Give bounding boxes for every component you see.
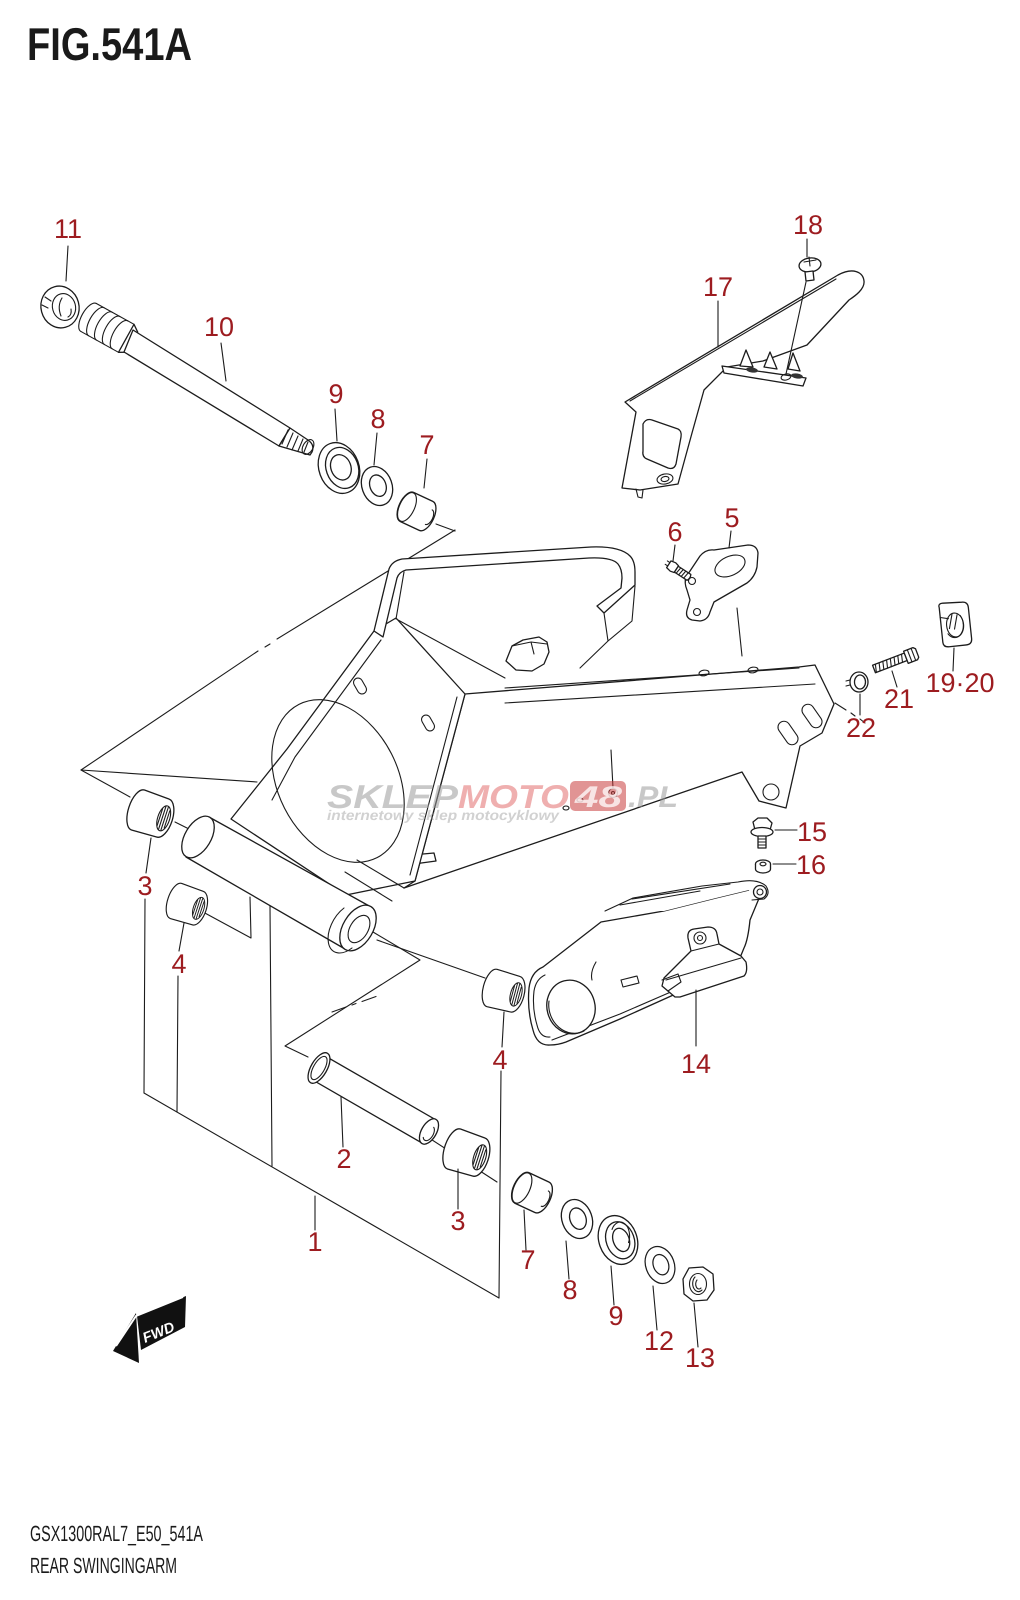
svg-text:3: 3 [137, 871, 152, 901]
svg-text:6: 6 [667, 517, 682, 547]
svg-text:MOTO: MOTO [458, 778, 569, 815]
svg-text:FIG.541A: FIG.541A [27, 18, 192, 70]
svg-text:15: 15 [797, 817, 827, 847]
svg-text:7: 7 [419, 430, 434, 460]
svg-text:1: 1 [307, 1227, 322, 1257]
svg-text:9: 9 [328, 379, 343, 409]
svg-text:22: 22 [846, 713, 876, 743]
svg-text:11: 11 [54, 214, 82, 244]
svg-text:10: 10 [204, 312, 234, 342]
svg-text:8: 8 [370, 404, 385, 434]
svg-text:48: 48 [574, 781, 623, 814]
svg-text:internetowy sklep motocyklowy: internetowy sklep motocyklowy [327, 807, 560, 823]
svg-text:5: 5 [724, 503, 739, 533]
svg-text:.PL: .PL [628, 781, 678, 814]
svg-text:2: 2 [336, 1144, 351, 1174]
svg-text:GSX1300RAL7_E50_541A: GSX1300RAL7_E50_541A [30, 1521, 203, 1546]
svg-text:SKLEP: SKLEP [327, 778, 459, 815]
svg-text:8: 8 [562, 1275, 577, 1305]
svg-text:9: 9 [608, 1301, 623, 1331]
svg-text:18: 18 [793, 210, 823, 240]
svg-text:3: 3 [450, 1206, 465, 1236]
svg-text:14: 14 [681, 1049, 711, 1079]
svg-text:13: 13 [685, 1343, 715, 1373]
svg-text:21: 21 [884, 684, 914, 714]
svg-text:16: 16 [796, 850, 826, 880]
svg-text:4: 4 [171, 949, 186, 979]
svg-text:4: 4 [492, 1045, 507, 1075]
svg-text:19·20: 19·20 [925, 668, 994, 698]
svg-text:REAR SWINGINGARM: REAR SWINGINGARM [30, 1553, 177, 1578]
svg-text:7: 7 [520, 1245, 535, 1275]
svg-text:12: 12 [644, 1326, 674, 1356]
svg-text:17: 17 [703, 272, 733, 302]
